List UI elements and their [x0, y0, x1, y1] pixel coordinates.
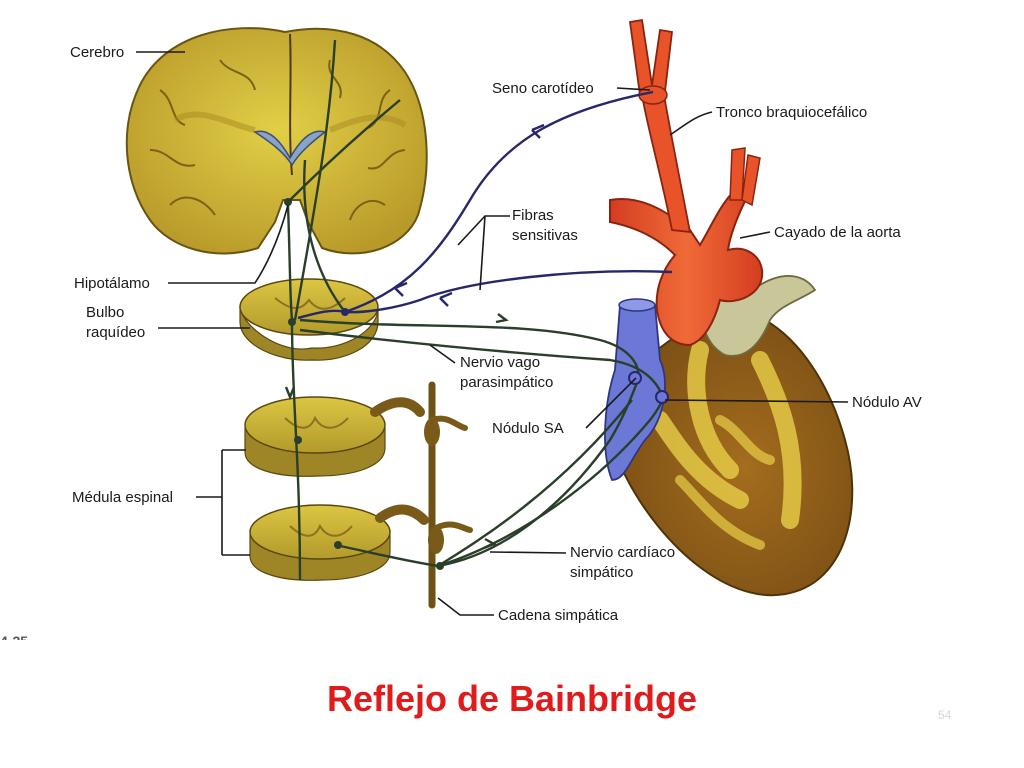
label-fibras: Fibras	[512, 207, 554, 224]
label-tronco-braquiocefalico: Tronco braquiocefálico	[716, 104, 867, 121]
label-bulbo: Bulbo	[86, 304, 124, 321]
brachiocephalic-trunk	[628, 18, 692, 234]
label-nodulo-av: Nódulo AV	[852, 394, 922, 411]
spinal-cord-upper-segment	[244, 396, 425, 477]
aortic-arch	[609, 147, 764, 347]
label-cayado-aorta: Cayado de la aorta	[774, 224, 901, 241]
slide-number: 54	[938, 708, 952, 722]
sensory-fibers	[297, 90, 673, 320]
figure-number-fragment: 4-25	[0, 633, 28, 640]
medulla-oblongata-disc	[239, 278, 379, 361]
slide-title: Reflejo de Bainbridge	[326, 678, 698, 719]
sympathetic-chain	[424, 381, 473, 609]
bainbridge-reflex-diagram: Cerebro Seno carotídeo Tronco braquiocef…	[0, 18, 922, 640]
label-raquideo: raquídeo	[86, 324, 145, 341]
label-cadena-simpatica: Cadena simpática	[498, 607, 619, 624]
label-nervio-vago: Nervio vago	[460, 354, 540, 371]
label-nervio-cardiaco: Nervio cardíaco	[570, 544, 675, 561]
label-simpatico: simpático	[570, 564, 633, 581]
label-seno-carotideo: Seno carotídeo	[492, 80, 594, 97]
autonomic-nerves	[284, 39, 669, 581]
brain-section	[125, 27, 428, 255]
spinal-cord-lower-segment	[249, 504, 429, 581]
label-cerebro: Cerebro	[70, 44, 124, 61]
leader-lines	[136, 51, 849, 616]
label-medula-espinal: Médula espinal	[72, 489, 173, 506]
label-hipotalamo: Hipotálamo	[74, 275, 150, 292]
label-sensitivas: sensitivas	[512, 227, 578, 244]
label-nodulo-sa: Nódulo SA	[492, 420, 564, 437]
label-parasimpatico: parasimpático	[460, 374, 553, 391]
